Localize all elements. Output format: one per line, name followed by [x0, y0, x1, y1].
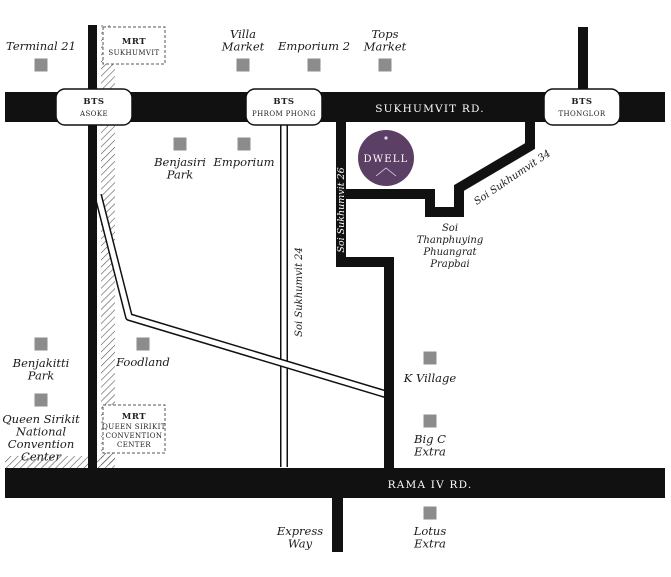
big-c-extra-label: Big C [413, 432, 446, 446]
mrt-qsncc-name-1: QUEEN SIRIKIT [102, 423, 166, 431]
bts-phrom-phong-name: PHROM PHONG [252, 110, 316, 118]
sukhumvit-road-label: SUKHUMVIT RD. [375, 103, 485, 115]
big-c-extra-marker [423, 414, 437, 428]
benjakitti-park-label: Benjakitti [12, 356, 70, 370]
bts-thonglor-name: THONGLOR [558, 110, 605, 118]
express-way-label: Express [276, 524, 323, 538]
benjasiri-park-label: Park [166, 168, 194, 182]
terminal-21-label: Terminal 21 [6, 39, 76, 53]
big-c-extra-label: Extra [413, 445, 446, 459]
bts-phrom-phong-line: BTS [273, 97, 294, 107]
mrt-sukhumvit-station: MRT SUKHUMVIT [102, 26, 166, 65]
queen-sirikit-center-label: Convention [8, 437, 74, 451]
emporium-label: Emporium [212, 155, 274, 169]
soi-thanphuying-label: Soi Thanphuying Phuangrat Prapbai [417, 223, 483, 270]
lotus-extra-marker [423, 506, 437, 520]
bts-phrom-phong-station: BTS PHROM PHONG [245, 88, 323, 126]
minor-streets [94, 120, 387, 467]
emporium-2: Emporium 2 [277, 39, 350, 72]
mrt-line-rama4 [5, 456, 115, 468]
svg-text:Thanphuying: Thanphuying [417, 235, 483, 246]
queen-sirikit-center-label: Queen Sirikit [2, 412, 80, 426]
emporium-marker [237, 137, 251, 151]
thonglor-road [578, 27, 588, 97]
svg-text:Phuangrat: Phuangrat [422, 247, 477, 258]
emporium: Emporium [212, 137, 275, 169]
mrt-qsncc-station: MRT QUEEN SIRIKIT CONVENTION CENTER [102, 404, 166, 454]
terminal-21-marker [34, 58, 48, 72]
rama4-road [5, 468, 665, 498]
lotus-extra-label: Extra [413, 537, 446, 551]
dwell-access-road [341, 120, 535, 217]
foodland-label: Foodland [115, 355, 170, 369]
expressway-road [332, 498, 343, 552]
soi-26-label: Soi Sukhumvit 26 [336, 167, 347, 252]
k-village-marker [423, 351, 437, 365]
emporium-2-marker [307, 58, 321, 72]
bts-asoke-station: BTS ASOKE [55, 88, 133, 126]
mrt-qsncc-name-2: CONVENTION [106, 432, 163, 440]
villa-market-marker [236, 58, 250, 72]
lotus-extra-label: Lotus [413, 524, 447, 538]
queen-sirikit-center-label: National [15, 425, 66, 439]
dwell-logo-circle [358, 130, 414, 186]
express-way-label: Way [288, 537, 313, 551]
mrt-qsncc-line: MRT [122, 412, 146, 422]
tops-market-marker [378, 58, 392, 72]
bts-asoke-line: BTS [83, 97, 104, 107]
bts-thonglor-line: BTS [571, 97, 592, 107]
mrt-sukhumvit-name: SUKHUMVIT [108, 49, 159, 57]
dwell-logo: DWELL [358, 130, 414, 186]
svg-text:Prapbai: Prapbai [429, 259, 469, 270]
villa-market-label: Market [221, 40, 265, 54]
bts-asoke-name: ASOKE [79, 110, 108, 118]
mrt-sukhumvit-line: MRT [122, 37, 146, 47]
benjasiri-park-marker [173, 137, 187, 151]
dwell-logo-text: DWELL [364, 154, 409, 165]
benjasiri-park-label: Benjasiri [153, 155, 206, 169]
k-village: K Village [403, 351, 457, 385]
queen-sirikit-center-label: Center [21, 450, 62, 464]
villa-market-label: Villa [230, 27, 256, 41]
foodland-marker [136, 337, 150, 351]
tops-market-label: Market [363, 40, 407, 54]
svg-text:Soi: Soi [442, 223, 458, 234]
queen-sirikit-center-marker [34, 393, 48, 407]
emporium-2-label: Emporium 2 [277, 39, 350, 53]
benjakitti-park-label: Park [27, 369, 55, 383]
benjakitti-park-marker [34, 337, 48, 351]
mrt-qsncc-name-3: CENTER [117, 441, 151, 449]
bts-thonglor-station: BTS THONGLOR [543, 88, 621, 126]
terminal-21: Terminal 21 [6, 39, 76, 72]
soi-24-label: Soi Sukhumvit 24 [294, 247, 305, 337]
tops-market-label: Tops [372, 27, 399, 41]
asoke-road [88, 25, 97, 468]
k-village-label: K Village [403, 371, 457, 385]
foodland: Foodland [115, 337, 170, 369]
rama4-road-label: RAMA IV RD. [388, 479, 473, 491]
